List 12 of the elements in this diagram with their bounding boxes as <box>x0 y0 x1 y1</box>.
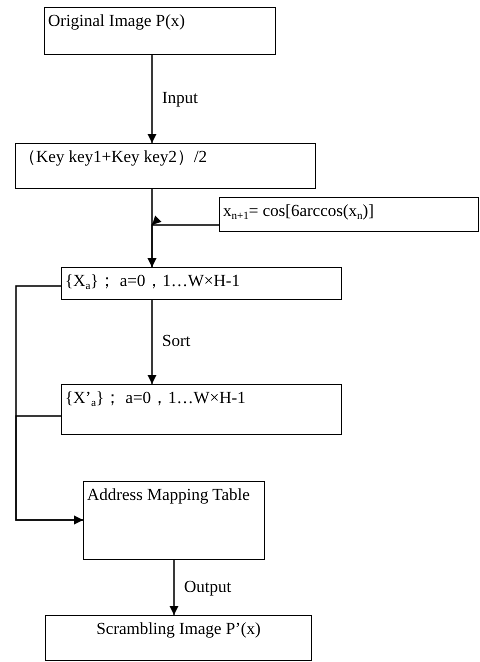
process-box: Scrambling Image P’(x) <box>45 615 312 661</box>
arrow <box>170 560 178 615</box>
process-box: Original Image P(x) <box>44 7 276 55</box>
process-box: {X$_{a}$}； a=0，1…W×H-1 <box>61 267 342 300</box>
arrow <box>15 415 83 524</box>
arrow <box>148 216 219 267</box>
process-box: （Key key1+Key key2）/2 <box>15 143 316 189</box>
process-box: Address Mapping Table <box>83 481 265 560</box>
process-box: {X’$_{a}$}； a=0，1…W×H-1 <box>61 384 342 435</box>
process-box: x$_{n+1}$= cos[6arccos(x$_{n}$)] <box>219 197 479 232</box>
arrow <box>148 300 156 384</box>
arrow <box>148 55 156 143</box>
